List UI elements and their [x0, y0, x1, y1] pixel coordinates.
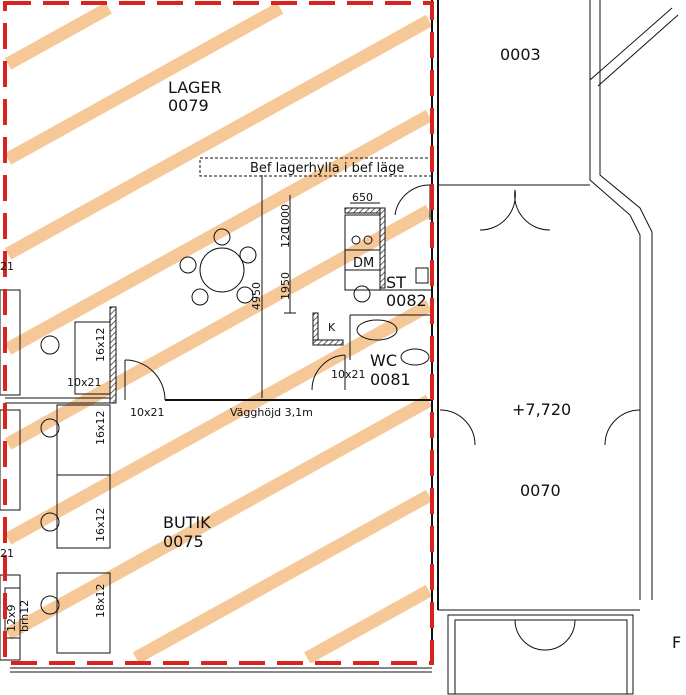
fixture-dm: DM — [353, 256, 374, 271]
dim-1000: 1000 — [279, 204, 292, 232]
door-size-wc: 10x21 — [331, 368, 366, 381]
sanitary-fixtures — [351, 235, 430, 366]
highlight-stripe — [5, 299, 432, 545]
highlight-stripe — [304, 584, 432, 663]
room-number-st: 0082 — [386, 291, 427, 310]
project-boundary — [3, 1, 434, 665]
room-name-lager: LAGER — [168, 78, 222, 97]
dim-120: 120 — [279, 227, 292, 248]
highlight-stripe — [5, 109, 432, 355]
desk-size: 16x12 — [94, 410, 107, 445]
desk-size: 16x12 — [94, 327, 107, 362]
highlight-stripe — [5, 14, 432, 260]
edge-letter: F — [672, 633, 681, 652]
dim-1950: 1950 — [279, 272, 292, 300]
door-size-office: 10x21 — [67, 376, 102, 389]
desk-size: 18x12 — [94, 583, 107, 618]
fixture-k: K — [328, 321, 336, 334]
shelf-note: Bef lagerhylla i bef läge — [250, 161, 404, 176]
table-with-chairs — [179, 228, 257, 306]
highlight-stripe — [5, 3, 112, 70]
highlight-stripe — [5, 3, 284, 165]
desks — [4, 321, 111, 654]
dim-650: 650 — [352, 191, 373, 204]
room-number-wc: 0081 — [370, 370, 411, 389]
cabinet-height: brh12 — [18, 600, 31, 632]
room-name-st: ST — [386, 273, 406, 292]
door-size-lager: 10x21 — [130, 406, 165, 419]
highlight-stripe — [132, 489, 432, 663]
highlight-stripe — [5, 204, 432, 450]
room-number-0003: 0003 — [500, 45, 541, 64]
room-name-wc: WC — [370, 351, 397, 370]
door-size-left-top: 21 — [0, 260, 14, 273]
room-name-butik: BUTIK — [163, 513, 211, 532]
room-number-butik: 0075 — [163, 532, 204, 551]
wall-height-note: Vägghöjd 3,1m — [230, 406, 313, 419]
desk-size: 16x12 — [94, 507, 107, 542]
room-number-lager: 0079 — [168, 96, 209, 115]
cabinet-size: 12x9 — [5, 604, 18, 632]
dim-4950: 4950 — [250, 282, 263, 310]
room-number-0070: 0070 — [520, 481, 561, 500]
highlight-stripe — [5, 394, 432, 640]
highlight-stripes — [5, 3, 432, 663]
door-size-left-bottom: 21 — [0, 547, 14, 560]
level-note: +7,720 — [512, 400, 571, 419]
